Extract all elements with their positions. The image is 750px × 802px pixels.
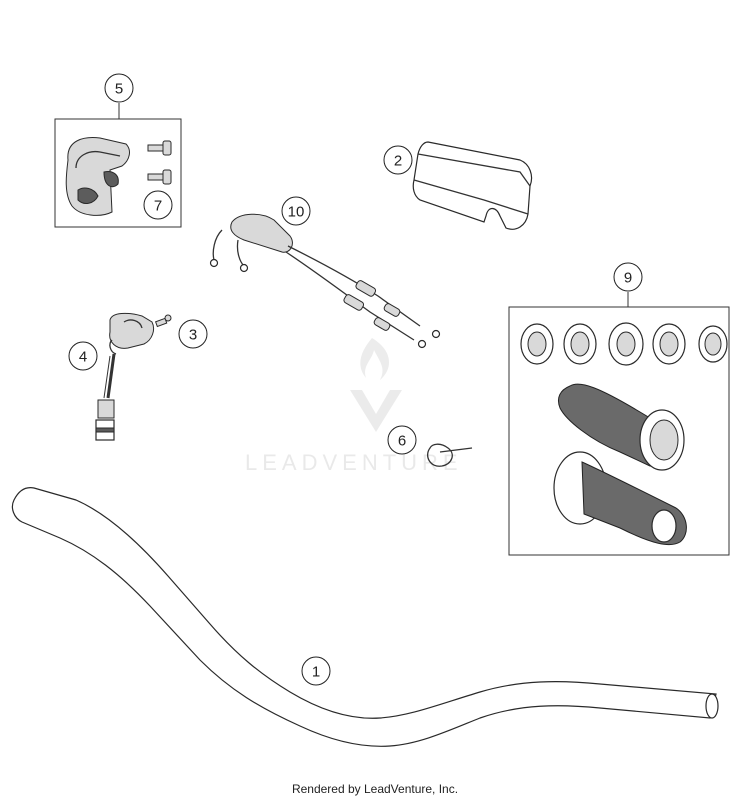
svg-text:7: 7 xyxy=(154,198,162,215)
callout-5: 5 xyxy=(104,73,134,103)
part-5-box xyxy=(54,118,182,228)
throttle-cam-icon xyxy=(652,323,686,365)
svg-text:6: 6 xyxy=(398,433,406,450)
part-9-grips-group xyxy=(508,292,730,556)
throttle-cam-icon xyxy=(563,323,597,365)
watermark-text: LEADVENTURE xyxy=(245,450,463,475)
part-2-handlebar-pad xyxy=(412,141,533,230)
bolt-icon-upper xyxy=(147,140,172,156)
callout-10: 10 xyxy=(281,196,311,226)
svg-text:3: 3 xyxy=(189,327,197,344)
svg-text:5: 5 xyxy=(115,81,123,98)
bolt-icon-lower xyxy=(147,169,172,185)
part-6-cable-tie xyxy=(427,443,473,467)
throttle-cam-icon xyxy=(520,323,554,365)
part-10-throttle-cables xyxy=(209,213,441,349)
svg-text:4: 4 xyxy=(79,349,87,366)
part-5-group xyxy=(54,103,182,228)
throttle-grip-icon xyxy=(557,383,685,471)
svg-text:10: 10 xyxy=(288,204,305,221)
svg-text:2: 2 xyxy=(394,153,402,170)
left-grip-icon xyxy=(553,451,687,546)
throttle-cam-icon xyxy=(698,325,728,363)
callout-3: 3 xyxy=(178,319,208,349)
throttle-cam-icon xyxy=(608,322,644,366)
part-1-handlebar xyxy=(11,487,719,747)
callout-4: 4 xyxy=(68,341,98,371)
callout-7: 7 xyxy=(143,190,173,220)
footer-credit: Rendered by LeadVenture, Inc. xyxy=(291,782,459,796)
callout-1: 1 xyxy=(301,656,331,686)
callout-2: 2 xyxy=(383,145,413,175)
callout-6: 6 xyxy=(387,425,417,455)
part-4-switch xyxy=(95,312,155,441)
screw-icon xyxy=(154,314,172,328)
leadventure-watermark: LEADVENTURE xyxy=(245,338,463,475)
svg-text:1: 1 xyxy=(312,664,320,681)
svg-text:9: 9 xyxy=(624,270,632,287)
callout-9: 9 xyxy=(613,262,643,292)
